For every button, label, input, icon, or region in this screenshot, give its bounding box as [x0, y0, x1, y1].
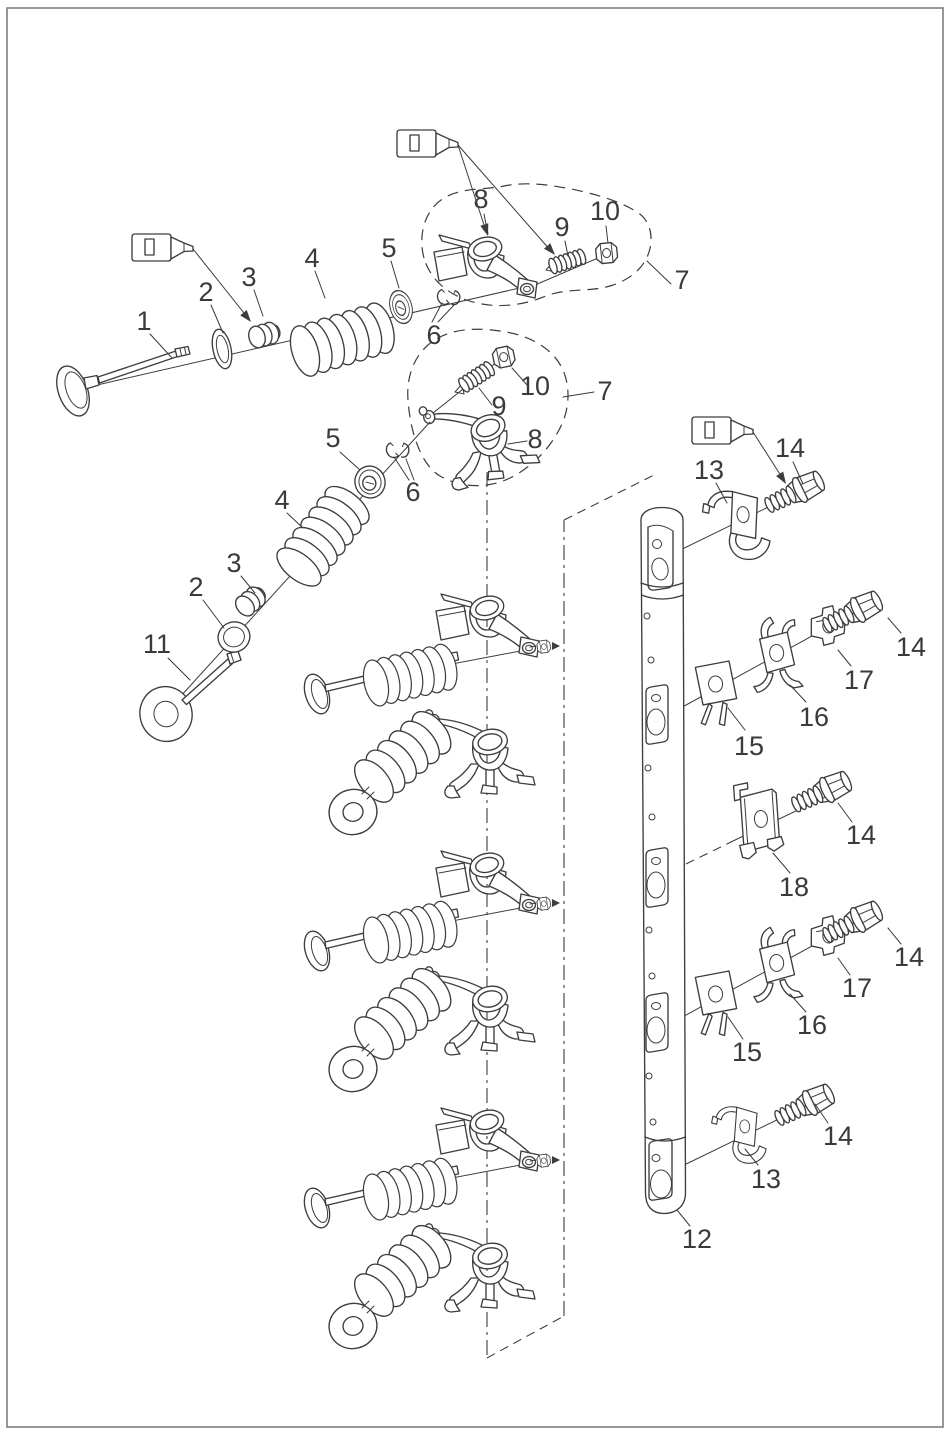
valve-assembly-left: [139, 421, 431, 743]
sealant-tube-icon: [396, 129, 559, 258]
callout-3: 3: [241, 262, 256, 292]
callout-6: 6: [405, 477, 420, 507]
callout-10: 10: [590, 196, 620, 226]
callout-15: 15: [732, 1037, 762, 1067]
callout-5: 5: [325, 423, 340, 453]
shaft-channel-bracket: [732, 779, 786, 861]
sealant-tube-icon: [131, 233, 255, 325]
callout-14: 14: [896, 632, 926, 662]
valve-stem: [181, 658, 234, 706]
shaft-bracket-group-bottom: [710, 1079, 839, 1167]
callout-13: 13: [751, 1164, 781, 1194]
callout-10: 10: [520, 371, 550, 401]
callout-14: 14: [775, 433, 805, 463]
rocker-assembly-boundary-middle: [407, 328, 569, 496]
callout-16: 16: [797, 1010, 827, 1040]
callout-4: 4: [304, 243, 319, 273]
callout-4: 4: [274, 485, 289, 515]
adjusting-nut: [594, 241, 619, 265]
callout-14: 14: [823, 1121, 853, 1151]
flange-bolt: [759, 466, 829, 520]
callout-5: 5: [381, 233, 396, 263]
callout-11: 11: [143, 629, 171, 659]
callout-13: 13: [694, 455, 724, 485]
valve-stem-seal: [245, 319, 284, 351]
callout-labels: 1 2 3 4 5 6 8 9 10 7 10 9 8 7 5 6 4: [136, 184, 926, 1254]
adjusting-screw: [456, 359, 498, 395]
callout-3: 3: [226, 548, 241, 578]
adjusting-nut: [490, 344, 517, 370]
callout-16: 16: [799, 702, 829, 732]
callout-12: 12: [682, 1224, 712, 1254]
callout-9: 9: [491, 391, 506, 421]
spring-seat-washer: [211, 328, 233, 370]
callout-1: 1: [136, 306, 151, 336]
valve-spring: [284, 298, 401, 381]
rocker-shaft: [640, 506, 687, 1215]
callout-9: 9: [554, 212, 569, 242]
spring-retainer: [350, 461, 390, 503]
sealant-tube-icon: [691, 416, 790, 487]
callout-6: 6: [426, 320, 441, 350]
page-border: [6, 7, 944, 1428]
shaft-bracket-group-middle: [732, 766, 856, 861]
shaft-clip-group-upper: [695, 587, 886, 727]
callout-17: 17: [842, 973, 872, 1003]
callout-7: 7: [674, 265, 689, 295]
callout-17: 17: [844, 665, 874, 695]
callout-8: 8: [473, 184, 488, 214]
valve-rocker-set-3: [300, 1107, 560, 1354]
valve-rocker-set-1: [300, 593, 560, 840]
callout-8: 8: [527, 424, 542, 454]
valve-head: [139, 685, 193, 743]
rocker-assembly-boundary-top: [421, 183, 652, 307]
callout-14: 14: [894, 942, 924, 972]
flange-bolt: [786, 766, 856, 819]
callout-18: 18: [779, 872, 809, 902]
callout-14: 14: [846, 820, 876, 850]
valve-head: [56, 365, 90, 417]
callout-7: 7: [597, 376, 612, 406]
spring-seat-washer: [217, 621, 251, 653]
valve-rocker-set-2: [300, 850, 560, 1097]
callout-2: 2: [188, 572, 203, 602]
shaft-retainer-bracket: [699, 486, 773, 565]
centerline-and-section-plane: [486, 472, 657, 1359]
rocker-arm: [433, 233, 538, 299]
valve-assembly-top: [56, 286, 525, 417]
valve-stem: [97, 350, 179, 384]
shaft-retainer-bracket: [710, 1103, 768, 1167]
callout-15: 15: [734, 731, 764, 761]
shaft-clip-group-lower: [695, 897, 886, 1037]
callout-2: 2: [198, 277, 213, 307]
